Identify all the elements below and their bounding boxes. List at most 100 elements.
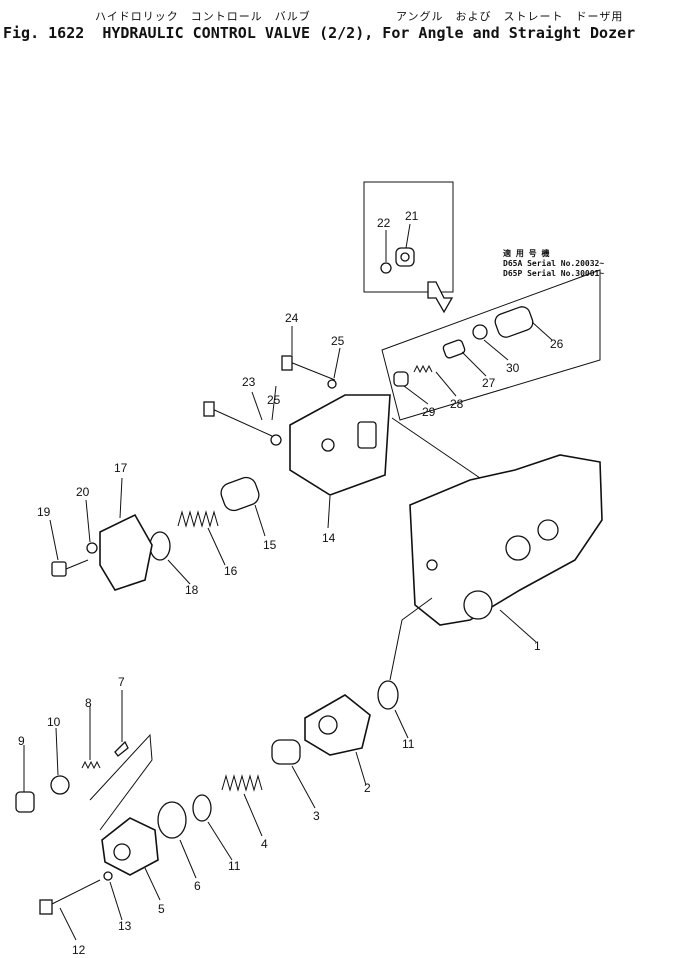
seat-6-shape xyxy=(157,801,187,839)
title-japanese-right: アングル および ストレート ドーザ用 xyxy=(396,10,624,23)
poppet-7-shape xyxy=(114,740,129,757)
inset-frame xyxy=(363,181,454,293)
label-part-15: 15 xyxy=(263,538,277,552)
serial-note-line2: D65P Serial No.30001~ xyxy=(503,268,604,278)
label-part-28: 28 xyxy=(450,397,464,411)
leader-28 xyxy=(435,371,457,397)
valve-stud xyxy=(426,559,438,571)
label-part-27: 27 xyxy=(482,376,496,390)
leader-16 xyxy=(207,527,226,566)
plug-9-shape xyxy=(15,791,35,813)
washer-25b-shape xyxy=(270,434,282,446)
washer-25a-shape xyxy=(327,379,337,389)
leader-3 xyxy=(291,765,316,809)
label-part-3: 3 xyxy=(313,809,320,823)
spring-28-shape xyxy=(413,364,433,374)
bolt-24-shaft xyxy=(289,361,336,381)
label-part-16: 16 xyxy=(224,564,238,578)
piston-3-shape xyxy=(271,739,301,765)
leader-20 xyxy=(85,499,91,543)
o-ring-11a-shape xyxy=(377,680,399,710)
nut-10-shape xyxy=(50,775,70,795)
leader-15 xyxy=(254,504,266,537)
label-part-21: 21 xyxy=(405,209,419,223)
label-part-18: 18 xyxy=(185,583,199,597)
leader-19 xyxy=(49,519,59,561)
label-part-30: 30 xyxy=(506,361,520,375)
bolt-23-shaft xyxy=(209,407,273,437)
label-part-7: 7 xyxy=(118,675,125,689)
leader-18 xyxy=(167,559,191,585)
label-part-10: 10 xyxy=(47,715,61,729)
leader-26 xyxy=(531,321,553,341)
serial-note-line1: D65A Serial No.20032~ xyxy=(503,258,604,268)
label-part-4: 4 xyxy=(261,837,268,851)
leader-17 xyxy=(119,477,123,519)
label-part-2: 2 xyxy=(364,781,371,795)
label-part-25b: 25 xyxy=(267,393,281,407)
label-part-11a: 11 xyxy=(402,737,415,751)
o-ring-30-shape xyxy=(472,324,488,340)
leader-21 xyxy=(405,223,411,249)
valve-body-1-shape xyxy=(409,454,603,626)
label-part-22: 22 xyxy=(377,216,391,230)
leader-4 xyxy=(243,793,263,837)
label-part-12: 12 xyxy=(72,943,86,957)
link-line-body xyxy=(391,417,481,479)
cover-14-shape xyxy=(289,394,391,496)
washer-13-shape xyxy=(103,871,113,881)
serial-note-header: 適 用 号 機 xyxy=(503,248,549,258)
valve-port-front xyxy=(463,590,493,620)
cover-5-port xyxy=(113,843,131,861)
leader-11b xyxy=(207,821,233,861)
label-part-24: 24 xyxy=(285,311,299,325)
spring-8-shape xyxy=(81,760,101,770)
leader-29 xyxy=(403,385,429,405)
figure-title: Fig. 1622 HYDRAULIC CONTROL VALVE (2/2),… xyxy=(3,24,635,42)
leader-10 xyxy=(55,727,59,776)
bolt-19-shaft xyxy=(65,559,89,570)
label-part-1: 1 xyxy=(534,639,541,653)
leader-13 xyxy=(109,881,123,921)
valve-port-upper xyxy=(537,519,559,541)
cover-5-shape xyxy=(101,817,159,876)
piston-15-shape xyxy=(220,476,260,512)
label-part-11b: 11 xyxy=(228,859,241,873)
leader-1 xyxy=(499,609,537,643)
arrow-indicator xyxy=(427,281,454,314)
leader-25a xyxy=(333,347,341,379)
valve-port-mid xyxy=(505,535,531,561)
bolt-23-head xyxy=(203,401,215,417)
label-part-19: 19 xyxy=(37,505,51,519)
leader-30 xyxy=(483,339,509,361)
label-part-29: 29 xyxy=(422,405,436,419)
leader-27 xyxy=(461,351,487,377)
label-part-13: 13 xyxy=(118,919,132,933)
figure-caption: HYDRAULIC CONTROL VALVE (2/2), For Angle… xyxy=(102,24,636,42)
washer-20-shape xyxy=(86,542,98,554)
label-part-8: 8 xyxy=(85,696,92,710)
sub-group-frame xyxy=(89,733,153,831)
alt-parts-frame xyxy=(381,269,601,421)
bolt-24-head xyxy=(281,355,293,371)
bolt-12-head xyxy=(39,899,53,915)
label-part-5: 5 xyxy=(158,902,165,916)
valve-26-shape xyxy=(494,306,534,338)
label-part-20: 20 xyxy=(76,485,90,499)
leader-25b xyxy=(271,385,277,421)
leader-2 xyxy=(355,751,367,786)
label-part-25a: 25 xyxy=(331,334,345,348)
plug-21-hole xyxy=(400,252,410,262)
leader-23 xyxy=(251,391,263,421)
leader-11a xyxy=(394,709,409,739)
leader-14 xyxy=(327,495,331,529)
bolt-19-head xyxy=(51,561,67,577)
cover-17-shape xyxy=(99,513,153,591)
bolt-12-shaft xyxy=(49,879,101,906)
spring-4-shape xyxy=(221,774,263,792)
cover-2-port xyxy=(318,715,338,735)
o-ring-11b-shape xyxy=(192,794,212,822)
piston-27-shape xyxy=(442,339,466,359)
